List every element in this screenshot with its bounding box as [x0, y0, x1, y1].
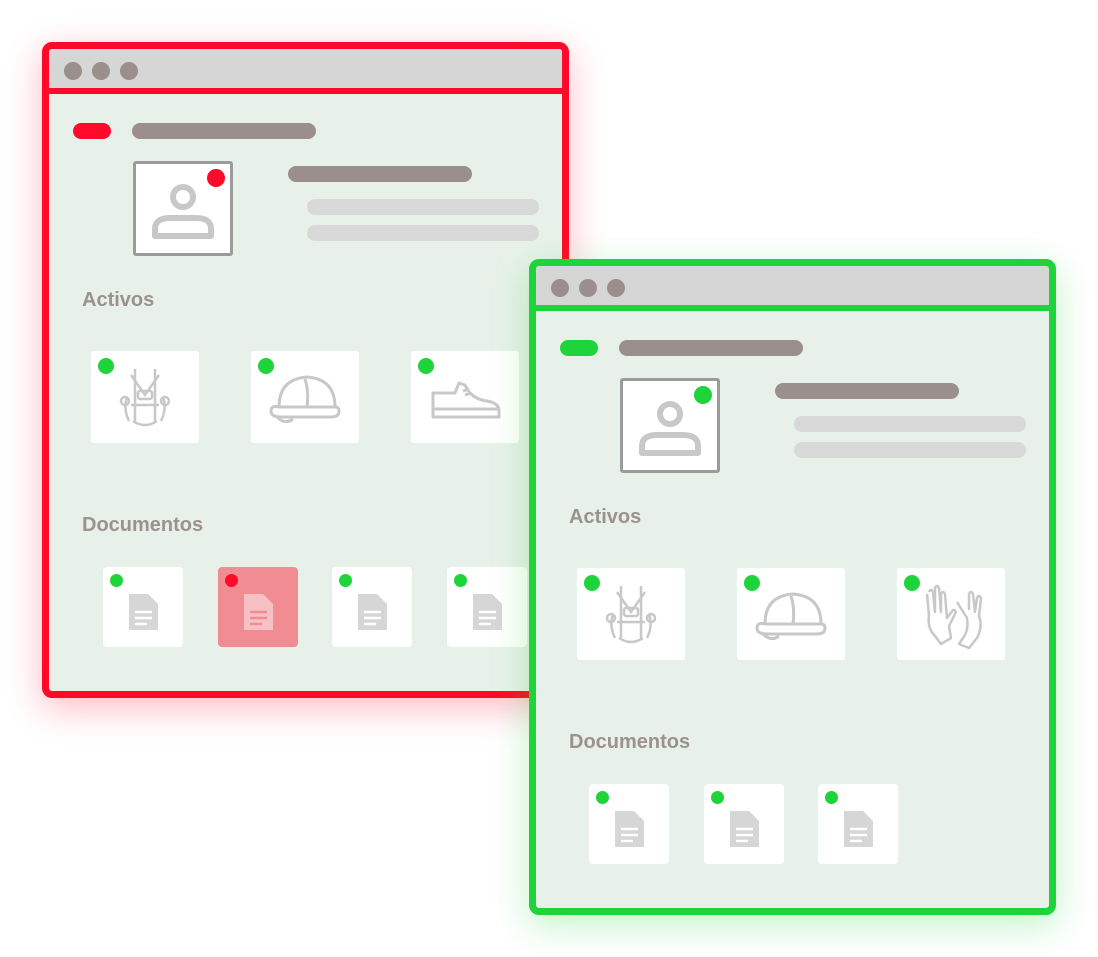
document-tile[interactable]	[103, 567, 183, 647]
status-badge	[73, 123, 111, 139]
window-control-dot[interactable]	[92, 62, 110, 80]
document-tile[interactable]	[447, 567, 527, 647]
window-titlebar	[536, 266, 1049, 311]
assets-heading: Activos	[82, 289, 155, 311]
window-titlebar	[49, 49, 562, 94]
avatar-status-dot	[207, 169, 225, 187]
gloves-icon	[925, 584, 983, 650]
asset-status-dot	[584, 575, 600, 591]
window-control-dot[interactable]	[579, 279, 597, 297]
asset-status-dot	[904, 575, 920, 591]
hard-hat-icon	[755, 592, 827, 641]
window-control-dot[interactable]	[64, 62, 82, 80]
asset-status-dot	[98, 358, 114, 374]
window-control-dot[interactable]	[120, 62, 138, 80]
harness-icon	[605, 586, 657, 644]
profile-detail-placeholder	[794, 442, 1026, 458]
status-badge	[560, 340, 598, 356]
documents-heading: Documentos	[569, 731, 691, 753]
asset-status-dot	[744, 575, 760, 591]
document-status-dot	[711, 791, 724, 804]
browser-window-invalid: Activos	[42, 42, 569, 698]
document-tile[interactable]	[704, 784, 784, 864]
header-title-placeholder	[619, 340, 803, 356]
safety-shoe-icon	[431, 381, 501, 419]
profile-detail-placeholder	[307, 225, 539, 241]
document-tile-flagged[interactable]	[218, 567, 298, 647]
document-status-dot	[825, 791, 838, 804]
harness-icon	[119, 369, 171, 427]
user-icon	[152, 184, 214, 239]
document-status-dot	[110, 574, 123, 587]
document-status-dot	[596, 791, 609, 804]
user-icon	[639, 401, 701, 456]
asset-tile-hard-hat[interactable]	[737, 568, 845, 660]
assets-heading: Activos	[569, 506, 642, 528]
document-icon	[358, 594, 387, 630]
profile-detail-placeholder	[794, 416, 1026, 432]
asset-status-dot	[258, 358, 274, 374]
window-control-dot[interactable]	[607, 279, 625, 297]
avatar-status-dot	[694, 386, 712, 404]
asset-tile-safety-shoe[interactable]	[411, 351, 519, 443]
document-status-dot	[225, 574, 238, 587]
browser-window-valid: Activos	[529, 259, 1056, 915]
avatar[interactable]	[620, 378, 720, 473]
document-tile[interactable]	[818, 784, 898, 864]
document-icon	[615, 811, 644, 847]
profile-detail-placeholder	[307, 199, 539, 215]
avatar[interactable]	[133, 161, 233, 256]
hard-hat-icon	[269, 375, 341, 424]
asset-tile-hard-hat[interactable]	[251, 351, 359, 443]
asset-tile-gloves[interactable]	[897, 568, 1005, 660]
header-title-placeholder	[132, 123, 316, 139]
asset-status-dot	[418, 358, 434, 374]
document-icon	[473, 594, 502, 630]
profile-name-placeholder	[775, 383, 959, 399]
window-control-dot[interactable]	[551, 279, 569, 297]
document-icon	[129, 594, 158, 630]
document-icon	[244, 594, 273, 630]
document-icon	[730, 811, 759, 847]
asset-tile-harness[interactable]	[577, 568, 685, 660]
document-tile[interactable]	[332, 567, 412, 647]
document-status-dot	[454, 574, 467, 587]
documents-heading: Documentos	[82, 514, 204, 536]
profile-name-placeholder	[288, 166, 472, 182]
asset-tile-harness[interactable]	[91, 351, 199, 443]
document-tile[interactable]	[589, 784, 669, 864]
document-icon	[844, 811, 873, 847]
document-status-dot	[339, 574, 352, 587]
